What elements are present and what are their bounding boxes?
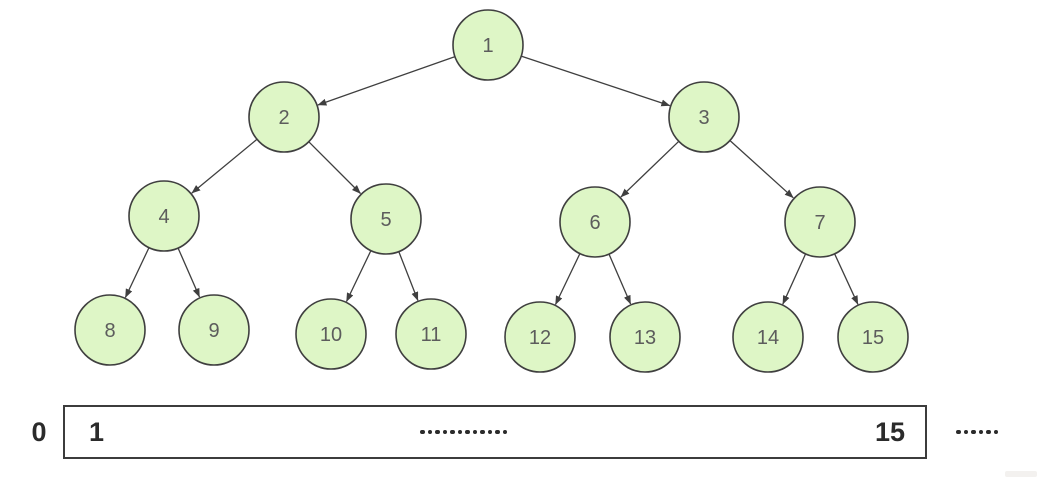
- tree-edge-2-5: [308, 141, 361, 194]
- tree-node-label-7: 7: [814, 212, 825, 234]
- ellipsis-dot: [502, 429, 507, 435]
- array-last-cell-value: 15: [874, 416, 905, 447]
- tree-node-label-2: 2: [278, 107, 289, 129]
- ellipsis-dot: [427, 429, 432, 435]
- tree-edge-7-15: [834, 253, 859, 305]
- tree-node-label-11: 11: [421, 324, 442, 346]
- tree-node-label-12: 12: [529, 327, 551, 349]
- tree-node-6: [559, 186, 631, 258]
- tree-edge-4-9: [177, 247, 201, 298]
- tree-node-label-13: 13: [634, 327, 656, 349]
- tree-node-13: [609, 301, 681, 373]
- array-first-cell-value: 1: [89, 416, 105, 447]
- tree-node-5: [350, 183, 422, 255]
- tree-node-15: [837, 301, 909, 373]
- tree-node-8: [74, 294, 146, 366]
- ellipsis-dot: [495, 429, 500, 435]
- tree-node-label-9: 9: [208, 320, 219, 342]
- tree-node-label-3: 3: [698, 107, 709, 129]
- ellipsis-dot: [457, 429, 462, 435]
- tree-edge-6-13: [608, 253, 632, 305]
- tree-node-12: [504, 301, 576, 373]
- ellipsis-dot: [465, 429, 470, 435]
- ellipsis-dot: [442, 429, 447, 435]
- tree-node-1: [452, 9, 524, 81]
- tree-edge-3-7: [729, 140, 794, 199]
- array-box: 1 15: [63, 405, 927, 459]
- ellipsis-dot: [978, 429, 983, 435]
- tree-edge-1-3: [520, 55, 671, 107]
- ellipsis-dot: [963, 429, 968, 435]
- tree-node-9: [178, 294, 250, 366]
- tree-edge-5-11: [398, 251, 419, 301]
- tree-edge-2-4: [191, 138, 258, 194]
- tree-edge-1-2: [317, 55, 456, 106]
- tree-node-14: [732, 301, 804, 373]
- tree-node-2: [248, 81, 320, 153]
- tree-node-11: [395, 298, 467, 370]
- tree-node-4: [128, 180, 200, 252]
- tree-node-label-5: 5: [380, 209, 391, 231]
- watermark-remnant: [1005, 471, 1037, 477]
- ellipsis-dot: [472, 429, 477, 435]
- tree-edge-7-14: [782, 253, 807, 305]
- tree-edge-5-10: [345, 250, 372, 302]
- ellipsis-dot: [956, 429, 961, 435]
- tree-node-7: [784, 186, 856, 258]
- tree-node-label-6: 6: [589, 212, 600, 234]
- tree-node-label-15: 15: [862, 327, 884, 349]
- tree-edge-4-8: [124, 247, 150, 298]
- tree-node-10: [295, 298, 367, 370]
- tree-edge-6-12: [554, 253, 581, 305]
- tree-node-label-8: 8: [104, 320, 115, 342]
- tree-node-label-4: 4: [158, 206, 169, 228]
- ellipsis-dot: [420, 429, 425, 435]
- array-outside-index-label: 0: [31, 416, 47, 447]
- array-trailing-ellipsis: [956, 405, 998, 459]
- tree-node-label-14: 14: [757, 327, 779, 349]
- tree-node-label-10: 10: [320, 324, 342, 346]
- ellipsis-dot: [480, 429, 485, 435]
- ellipsis-dot: [986, 429, 991, 435]
- array-middle-ellipsis: [420, 407, 507, 457]
- ellipsis-dot: [971, 429, 976, 435]
- tree-edge-3-6: [620, 140, 680, 198]
- tree-node-label-1: 1: [482, 35, 493, 57]
- ellipsis-dot: [435, 429, 440, 435]
- ellipsis-dot: [487, 429, 492, 435]
- tree-node-3: [668, 81, 740, 153]
- ellipsis-dot: [993, 429, 998, 435]
- ellipsis-dot: [450, 429, 455, 435]
